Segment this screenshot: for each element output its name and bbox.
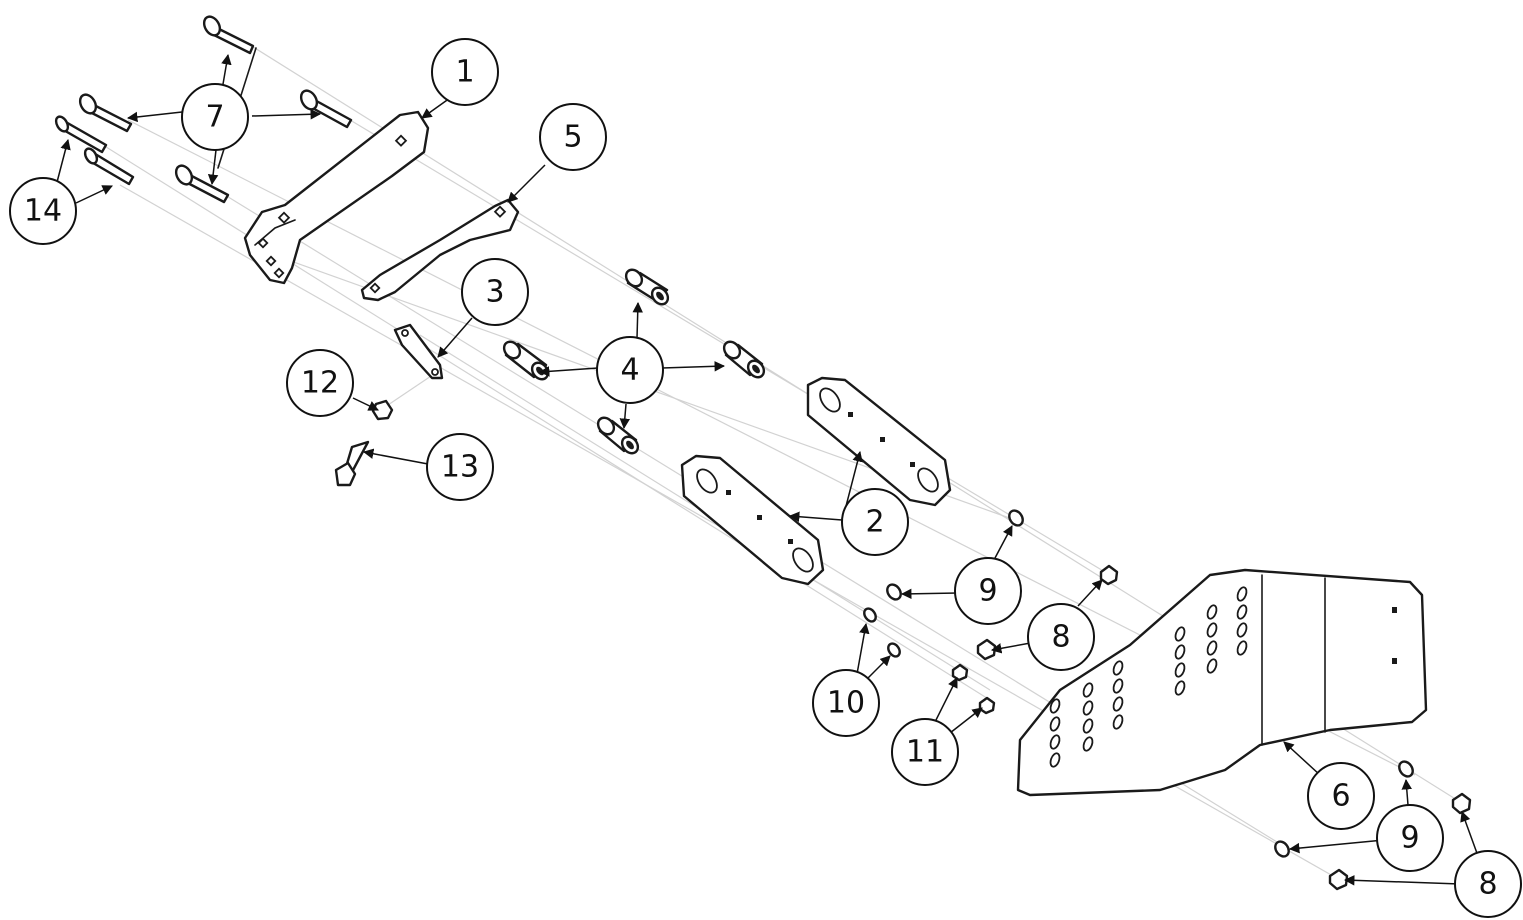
callout-13: 13 [426, 433, 494, 501]
washer-part-10-b [887, 642, 901, 658]
callout-11: 11 [891, 718, 959, 786]
bolt-part-7-top [202, 15, 257, 169]
callout-5-label: 5 [563, 120, 582, 155]
slot-pattern [1049, 586, 1248, 768]
nut-part-8-d [1328, 868, 1349, 891]
plate-part-5 [360, 198, 520, 302]
nut-part-11-b [978, 696, 996, 715]
nut-part-8-a [1099, 564, 1119, 586]
callout-12-label: 12 [301, 366, 339, 401]
leader-lines [55, 53, 1479, 886]
bolt-part-7-right [299, 89, 353, 129]
callout-2-label: 2 [865, 505, 884, 540]
callout-6: 6 [1307, 762, 1375, 830]
bolt-part-7-left [78, 93, 133, 133]
bushing-part-4-right [722, 340, 766, 379]
callout-1: 1 [431, 38, 499, 106]
callout-8-lower: 8 [1454, 850, 1522, 918]
callout-9-lower: 9 [1376, 804, 1444, 872]
washer-part-10-a [863, 607, 877, 623]
bolt-part-14-upper [54, 115, 108, 154]
callout-10-label: 10 [827, 686, 865, 721]
callout-7-label: 7 [205, 100, 224, 135]
callout-11-label: 11 [906, 735, 944, 770]
callout-6-label: 6 [1331, 779, 1350, 814]
link-part-3 [393, 323, 444, 380]
callout-5: 5 [539, 103, 607, 171]
callout-1-label: 1 [455, 55, 474, 90]
callout-14-label: 14 [24, 194, 62, 229]
bolt-part-13 [334, 440, 370, 487]
bolt-part-7-lower [174, 164, 230, 204]
washer-part-9-a [1008, 509, 1024, 527]
bushing-part-4-top [624, 268, 670, 306]
callout-13-label: 13 [441, 450, 479, 485]
nut-part-8-c [1451, 792, 1472, 815]
callout-2: 2 [841, 488, 909, 556]
callout-4: 4 [596, 336, 664, 404]
washer-part-9-d [1274, 840, 1290, 858]
callout-9-upper-label: 9 [978, 574, 997, 609]
callout-12: 12 [286, 349, 354, 417]
callout-8-upper-label: 8 [1051, 620, 1070, 655]
washer-part-9-c [1398, 760, 1414, 778]
bolt-part-14-lower [83, 147, 135, 186]
callout-3: 3 [461, 258, 529, 326]
arm-part-2-lower [680, 454, 825, 586]
callout-8-upper: 8 [1027, 603, 1095, 671]
callout-8-lower-label: 8 [1478, 867, 1497, 902]
assembly-axis-lines [94, 44, 1466, 881]
arm-part-2-upper [806, 376, 952, 507]
base-plate-part-6 [1016, 568, 1428, 797]
callout-3-label: 3 [485, 275, 504, 310]
callout-9-upper: 9 [954, 557, 1022, 625]
nut-part-11-a [951, 663, 969, 682]
callout-4-label: 4 [620, 353, 639, 388]
nut-part-8-b [976, 638, 997, 661]
bushing-part-4-bottom [596, 416, 640, 455]
callout-14: 14 [9, 177, 77, 245]
callout-10: 10 [812, 669, 880, 737]
callout-9-lower-label: 9 [1400, 821, 1419, 856]
callout-7: 7 [181, 83, 249, 151]
bracket-part-1 [243, 110, 430, 285]
nut-part-12 [371, 399, 394, 421]
washer-part-9-b [886, 583, 902, 601]
